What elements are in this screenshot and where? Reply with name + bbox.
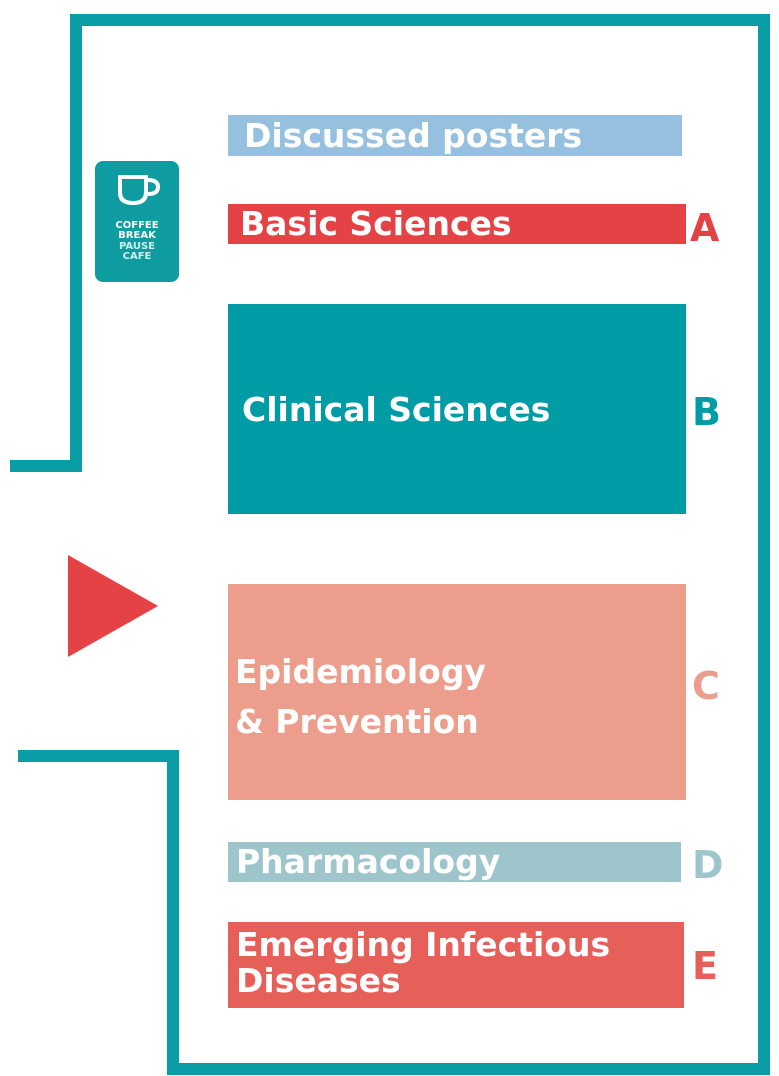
basic-sciences-label: Basic Sciences xyxy=(240,204,512,243)
emerging-label-line-2: Diseases xyxy=(236,961,401,1000)
basic-sciences-area: Basic Sciences xyxy=(228,204,686,244)
section-letter-c: C xyxy=(692,664,720,708)
clinical-sciences-area: Clinical Sciences xyxy=(228,304,686,514)
coffee-break-line-2: BREAK xyxy=(118,230,156,241)
section-letter-e: E xyxy=(692,944,718,988)
coffee-break-sign: COFFEE BREAK PAUSE CAFE xyxy=(95,161,179,282)
emerging-infectious-diseases-area: Emerging Infectious Diseases xyxy=(228,922,684,1008)
coffee-break-line-1: COFFEE xyxy=(115,220,159,231)
coffee-break-line-3: PAUSE xyxy=(119,241,155,252)
emerging-label-line-1: Emerging Infectious xyxy=(236,925,611,964)
discussed-posters-area: Discussed posters xyxy=(228,115,682,156)
clinical-sciences-label: Clinical Sciences xyxy=(242,390,551,429)
epidemiology-area: Epidemiology & Prevention xyxy=(228,584,686,800)
arrow-right-icon xyxy=(68,555,158,657)
section-letter-a: A xyxy=(690,206,720,250)
epidemiology-label-line-1: Epidemiology xyxy=(235,652,486,691)
section-letter-d: D xyxy=(692,843,724,887)
pharmacology-label: Pharmacology xyxy=(236,842,501,881)
upper-wall xyxy=(10,14,770,1075)
coffee-cup-icon xyxy=(118,175,161,205)
section-letter-b: B xyxy=(692,390,721,434)
pharmacology-area: Pharmacology xyxy=(228,842,681,882)
epidemiology-label-line-2: & Prevention xyxy=(235,702,479,741)
discussed-posters-label: Discussed posters xyxy=(244,116,583,155)
coffee-break-line-4: CAFE xyxy=(122,251,152,262)
